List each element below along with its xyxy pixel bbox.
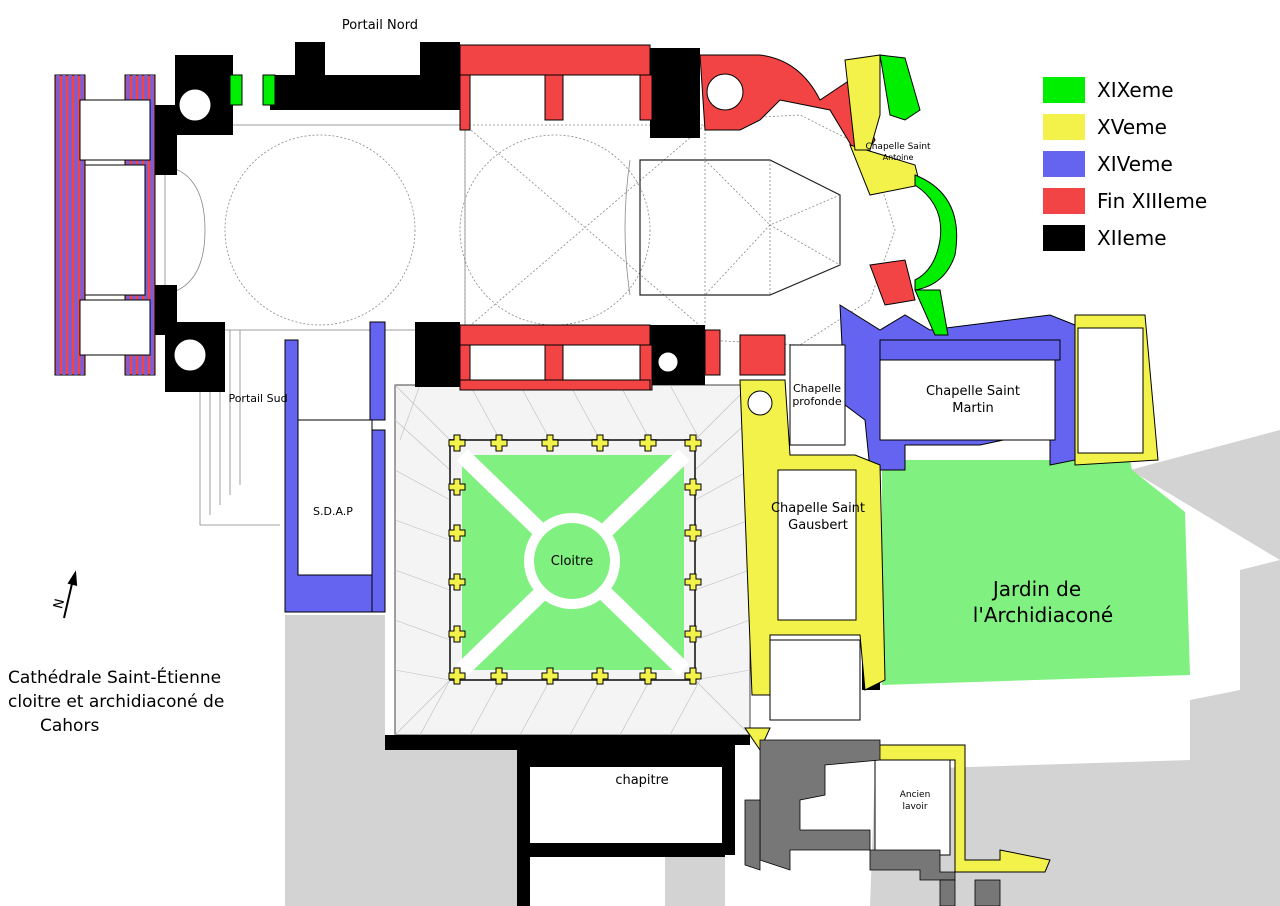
- label-portail-sud: Portail Sud: [228, 392, 287, 405]
- legend-swatch-0: [1043, 77, 1085, 103]
- sdap-building: [297, 419, 373, 576]
- label-chapelle-antoine-1: Chapelle Saint: [865, 142, 931, 152]
- legend-label-2: XIVeme: [1097, 152, 1173, 176]
- spiral-stairs: [173, 73, 773, 416]
- chapel-interiors: [769, 327, 1144, 856]
- title-line-3: Cahors: [40, 716, 99, 736]
- label-chapelle-gausbert-1: Chapelle Saint: [771, 501, 865, 516]
- label-jardin-1: Jardin de: [991, 577, 1081, 601]
- legend-swatch-3: [1043, 188, 1085, 214]
- plan-labels: Portail Nord Portail Sud S.D.A.P Cloitre…: [228, 18, 1113, 902]
- label-chapelle-antoine-2: Antoine: [883, 153, 914, 162]
- label-author: Remi B.: [530, 895, 553, 902]
- legend-swatch-4: [1043, 225, 1085, 251]
- garden-archidiacone: [882, 460, 1190, 685]
- cloister-garden: [456, 449, 690, 676]
- legend-label-1: XVeme: [1097, 115, 1167, 139]
- label-chapelle-martin-1: Chapelle Saint: [926, 384, 1020, 399]
- label-cloitre: Cloitre: [551, 554, 593, 569]
- north-label: N: [51, 597, 68, 610]
- title-line-2: cloitre et archidiaconé de: [8, 692, 224, 712]
- surrounding-buildings: [285, 430, 1280, 906]
- cloister-pillars: [448, 434, 702, 685]
- label-chapelle-gausbert-2: Gausbert: [788, 518, 848, 533]
- title-line-1: Cathédrale Saint-Étienne: [8, 666, 221, 688]
- north-arrow: N: [51, 570, 78, 619]
- label-grenier-2: chapitre: [615, 773, 668, 788]
- choir-apse: [624, 114, 896, 346]
- map-title: Cathédrale Saint-Étienne cloitre et arch…: [8, 666, 224, 736]
- modern-additions: [744, 739, 1001, 906]
- west-tower-interior: [79, 99, 151, 356]
- label-grenier-1: Grenier du: [608, 756, 677, 771]
- label-lavoir-1: Ancien: [900, 790, 931, 800]
- label-lavoir-2: lavoir: [902, 802, 927, 812]
- label-chapelle-profonde-1: Chapelle: [793, 382, 841, 395]
- label-sdap: S.D.A.P: [313, 505, 353, 518]
- legend-label-0: XIXeme: [1097, 78, 1174, 102]
- legend-label-4: XIIeme: [1097, 226, 1167, 250]
- label-chapelle-martin-2: Martin: [952, 401, 993, 416]
- legend-label-3: Fin XIIIeme: [1097, 189, 1207, 213]
- legend-swatch-2: [1043, 151, 1085, 177]
- label-portail-nord: Portail Nord: [342, 18, 418, 33]
- walls-xix: [229, 54, 958, 336]
- label-chapelle-profonde-2: profonde: [792, 395, 842, 408]
- legend-swatch-1: [1043, 114, 1085, 140]
- label-jardin-2: l'Archidiaconé: [973, 603, 1113, 627]
